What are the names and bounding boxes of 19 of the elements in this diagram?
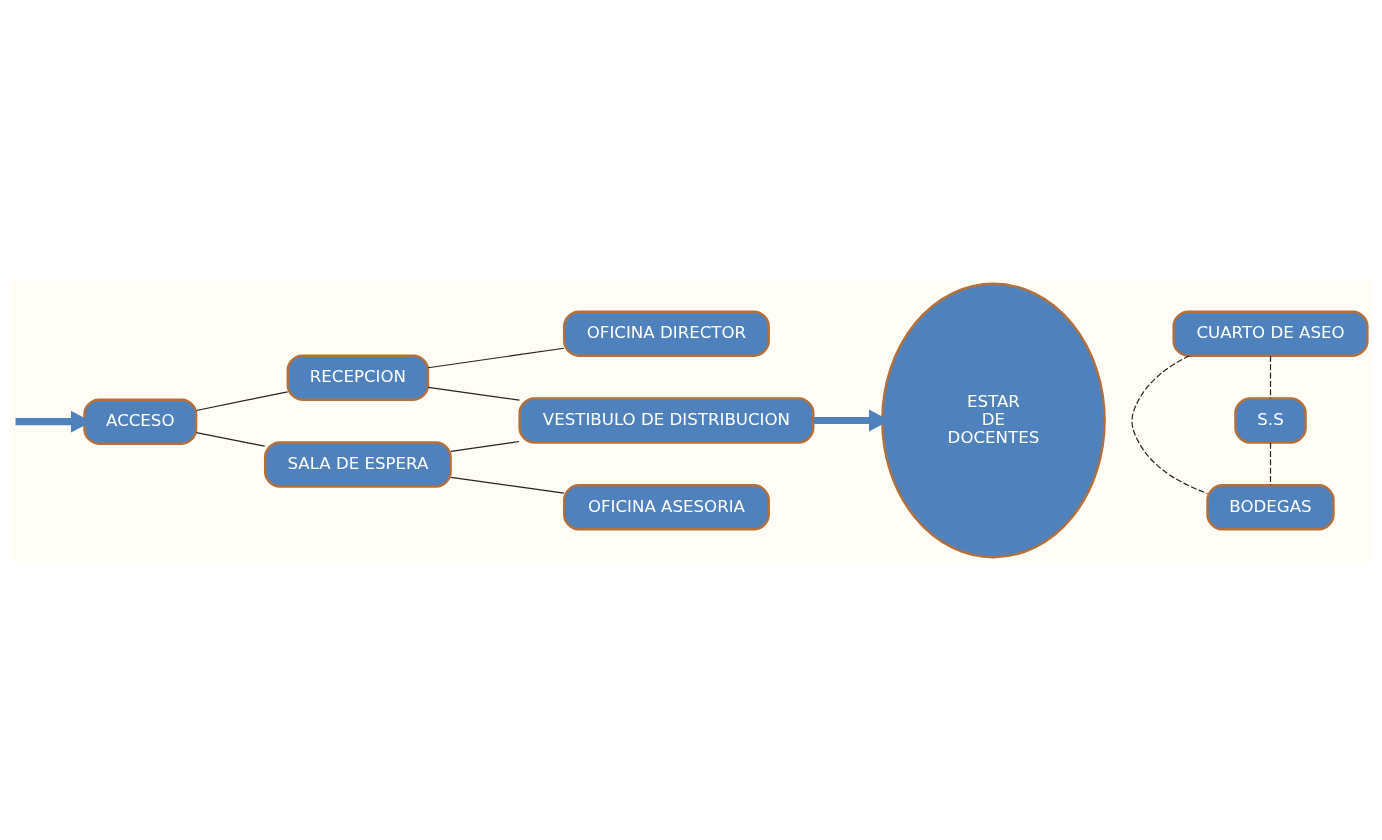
- node-box: ACCESO: [83, 398, 198, 445]
- node-box: RECEPCION: [286, 354, 430, 401]
- node-box: OFICINA DIRECTOR: [563, 310, 770, 357]
- connector: [427, 386, 521, 401]
- connector: [1269, 441, 1272, 486]
- node-box: SALA DE ESPERA: [263, 440, 452, 488]
- connector: [195, 431, 266, 447]
- node-box: OFICINA ASESORIA: [563, 483, 770, 530]
- connector: [195, 390, 289, 411]
- connector: [427, 347, 565, 368]
- node-box: BODEGAS: [1206, 483, 1335, 530]
- connector: [450, 476, 565, 494]
- connector: [1269, 354, 1272, 399]
- connector: [450, 440, 520, 452]
- node-box: VESTIBULO DE DISTRIBUCION: [518, 396, 815, 444]
- node-ellipse: ESTAR DE DOCENTES: [881, 282, 1106, 558]
- node-box: S.S: [1234, 396, 1307, 444]
- node-box: CUARTO DE ASEO: [1172, 310, 1369, 357]
- connector: [1131, 354, 1208, 494]
